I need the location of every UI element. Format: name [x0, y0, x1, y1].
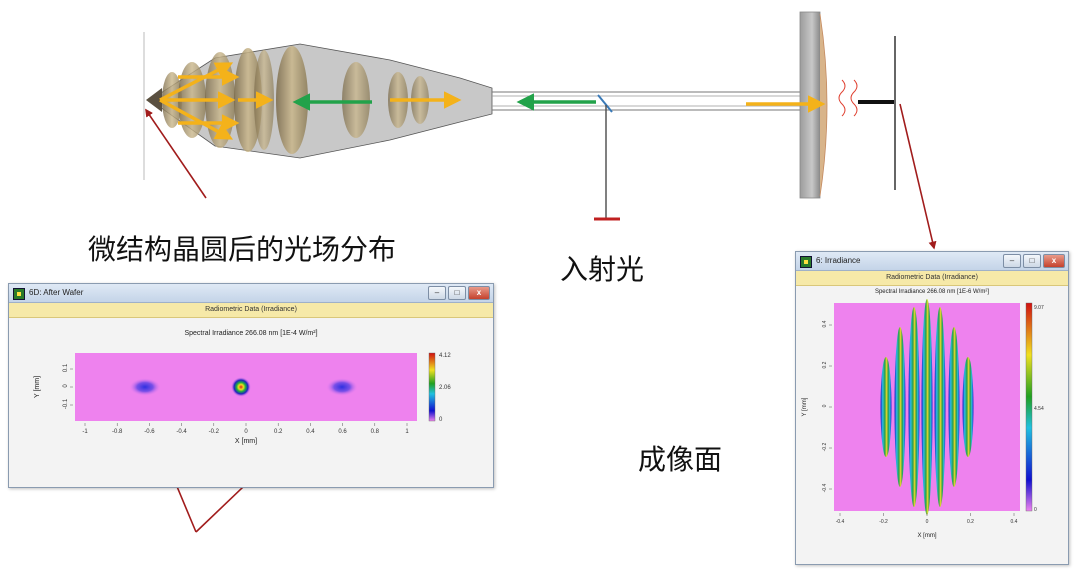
x-tick-label: 0 [244, 429, 248, 435]
colorbar-tick-label: 4.12 [439, 353, 451, 359]
y-tick-label: 0.2 [822, 361, 828, 368]
x-tick-label: 0.2 [967, 519, 974, 525]
irradiance-window[interactable]: 6: Irradiance – □ x Radiometric Data (Ir… [795, 251, 1069, 565]
minimize-icon[interactable]: – [428, 286, 446, 300]
beam-wave [850, 79, 858, 117]
center-spot [231, 377, 251, 397]
plot-title: Spectral Irradiance 266.08 nm [1E-4 W/m²… [184, 330, 317, 337]
x-tick-label: -0.8 [112, 429, 123, 435]
y-tick-label: -0.2 [822, 442, 828, 451]
x-tick-label: 0.2 [274, 429, 283, 435]
colorbar-tick-label: 0 [1034, 507, 1037, 513]
fringe [894, 327, 906, 487]
caption-incident-light: 入射光 [560, 253, 645, 286]
y-axis: 0.4 0.2 0 -0.2 -0.4 [822, 320, 832, 492]
fringe [880, 357, 892, 457]
lens-element [276, 46, 308, 154]
fringe [934, 307, 946, 507]
y-tick-label: 0.1 [63, 363, 69, 372]
window-titlebar[interactable]: 6D: After Wafer – □ x [9, 284, 493, 303]
colorbar-tick-label: 0 [439, 417, 443, 423]
y-tick-label: -0.4 [822, 483, 828, 492]
fringe [908, 307, 920, 507]
minimize-icon[interactable]: – [1003, 254, 1021, 268]
colorbar-ticks: 9.07 4.54 0 [1034, 305, 1044, 513]
x-tick-label: 0.4 [306, 429, 315, 435]
window-title: 6D: After Wafer [29, 288, 84, 297]
maximize-icon[interactable]: □ [448, 286, 466, 300]
caption-wafer-field: 微结构晶圆后的光场分布 [88, 233, 397, 266]
window-titlebar[interactable]: 6: Irradiance – □ x [796, 252, 1068, 271]
y-axis-label: Y [mm] [802, 397, 808, 416]
x-tick-label: 0.6 [338, 429, 347, 435]
x-axis-label: X [mm] [918, 533, 937, 539]
colorbar-tick-label: 9.07 [1034, 305, 1044, 311]
y-tick-label: 0.4 [822, 320, 828, 327]
image-plane-irradiance-plot: Spectral Irradiance 266.08 nm [1E-6 W/m²… [802, 289, 1044, 539]
ray-arrows-orange [159, 62, 826, 140]
x-tick-label: -0.6 [144, 429, 155, 435]
x-axis: -0.4 -0.2 0 0.2 0.4 [836, 513, 1018, 525]
caption-image-plane: 成像面 [638, 443, 723, 476]
y-axis: 0.1 0 -0.1 [63, 363, 73, 409]
lens-element [342, 62, 370, 138]
x-tick-label: 1 [405, 429, 409, 435]
x-tick-label: -0.2 [879, 519, 888, 525]
y-axis-label: Y [mm] [34, 376, 41, 398]
app-icon [800, 256, 812, 268]
x-tick-label: 0.8 [371, 429, 380, 435]
y-tick-label: 0 [63, 384, 69, 388]
plot-title: Spectral Irradiance 266.08 nm [1E-6 W/m²… [875, 289, 989, 295]
y-tick-label: -0.1 [63, 398, 69, 409]
y-tick-label: 0 [822, 404, 828, 407]
colorbar-tick-label: 4.54 [1034, 406, 1044, 412]
x-tick-label: 0 [926, 519, 929, 525]
after-wafer-window[interactable]: 6D: After Wafer – □ x Radiometric Data (… [8, 283, 494, 488]
colorbar-ticks: 4.12 2.06 0 [439, 353, 451, 423]
colorbar [428, 352, 436, 422]
window-title: 6: Irradiance [816, 256, 861, 265]
colorbar-tick-label: 2.06 [439, 385, 451, 391]
close-icon[interactable]: x [1043, 254, 1065, 268]
app-icon [13, 288, 25, 300]
fringe [948, 327, 960, 487]
beam-tube [492, 91, 820, 111]
fringe [921, 299, 933, 515]
x-axis: -1 -0.8 -0.6 -0.4 -0.2 0 0.2 0.4 0.6 0.8 1 [82, 423, 409, 435]
side-spot-left [129, 378, 161, 396]
after-wafer-irradiance-plot: Spectral Irradiance 266.08 nm [1E-4 W/m²… [34, 330, 451, 445]
interference-fringes [880, 299, 974, 515]
colorbar [1025, 302, 1033, 512]
x-tick-label: -1 [82, 429, 88, 435]
fringe [962, 357, 974, 457]
x-tick-label: -0.4 [836, 519, 845, 525]
x-tick-label: -0.4 [176, 429, 187, 435]
wafer-tip [146, 88, 162, 112]
window-subtitle: Radiometric Data (Irradiance) [796, 271, 1068, 286]
beam-splitter [597, 94, 613, 113]
x-tick-label: -0.2 [209, 429, 220, 435]
x-tick-label: 0.4 [1011, 519, 1018, 525]
maximize-icon[interactable]: □ [1023, 254, 1041, 268]
x-axis-label: X [mm] [235, 438, 257, 445]
window-subtitle: Radiometric Data (Irradiance) [9, 303, 493, 318]
beam-wave [838, 79, 846, 117]
side-spot-right [326, 378, 358, 396]
close-icon[interactable]: x [468, 286, 490, 300]
